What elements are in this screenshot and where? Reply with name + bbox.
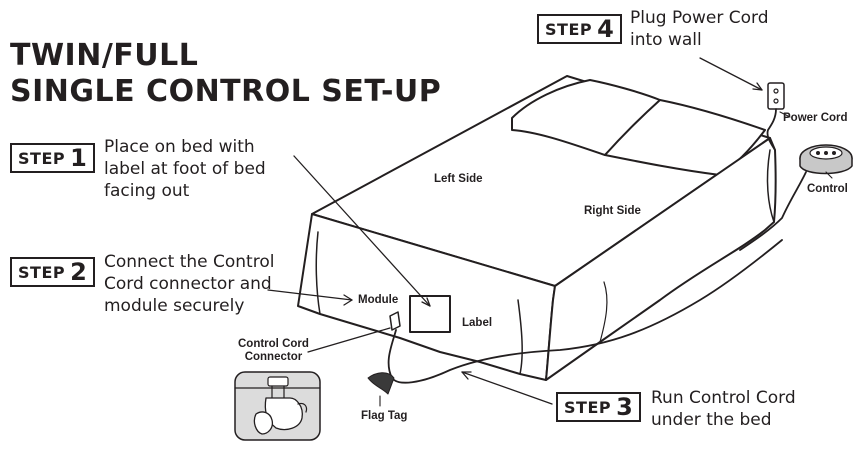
- step-3-badge: STEP 3: [556, 392, 641, 422]
- step-2-line-3: module securely: [104, 296, 245, 316]
- step-3-number: 3: [616, 393, 633, 421]
- control-label: Control: [807, 183, 848, 195]
- label-callout: Label: [462, 317, 493, 329]
- connector-inset: [234, 371, 321, 441]
- pillow-right: [604, 99, 766, 176]
- step-1-line-3: facing out: [104, 181, 190, 201]
- title-line-1: TWIN/FULL: [10, 38, 199, 73]
- step-1-word: STEP: [18, 148, 66, 168]
- step-4-badge: STEP 4: [537, 14, 622, 44]
- bed-skirt-side: [545, 137, 777, 381]
- power-cord: [766, 108, 777, 151]
- power-cord-leader: [779, 111, 791, 118]
- step-3-instructions: Run Control Cord under the bed: [651, 387, 796, 431]
- right-side-label: Right Side: [584, 205, 641, 217]
- step-2-word: STEP: [18, 262, 66, 282]
- step-1-instructions: Place on bed with label at foot of bed f…: [104, 136, 266, 202]
- step-2-number: 2: [70, 258, 87, 286]
- connector-label-line-2: Connector: [244, 351, 303, 363]
- step-1-line-2: label at foot of bed: [104, 159, 266, 179]
- step-1-line-1: Place on bed with: [104, 137, 255, 157]
- step-4-line-1: Plug Power Cord: [630, 8, 769, 28]
- step-2-instructions: Connect the Control Cord connector and m…: [104, 251, 274, 317]
- power-cord-label: Power Cord: [783, 112, 848, 124]
- step2-arrow: [267, 289, 353, 301]
- control-leader: [825, 171, 833, 179]
- step-4-number: 4: [597, 15, 614, 43]
- module-label: Module: [358, 294, 399, 306]
- step-2-line-2: Cord connector and: [104, 274, 272, 294]
- control-cord-connector-label: Control Cord Connector: [238, 338, 309, 364]
- left-side-label: Left Side: [434, 173, 483, 185]
- step-1-badge: STEP 1: [10, 143, 95, 173]
- step-3-word: STEP: [564, 397, 612, 417]
- step1-leader: [293, 155, 431, 307]
- step-1-number: 1: [70, 144, 87, 172]
- step-4-instructions: Plug Power Cord into wall: [630, 7, 769, 51]
- flag-tag: [367, 372, 395, 395]
- module: [389, 311, 401, 331]
- step-2-badge: STEP 2: [10, 257, 95, 287]
- step-2-line-1: Connect the Control: [104, 252, 275, 272]
- label-sticker: [409, 295, 451, 333]
- flag-tag-label: Flag Tag: [361, 410, 408, 422]
- step3-arrow: [461, 371, 553, 405]
- page-title: TWIN/FULL SINGLE CONTROL SET-UP: [10, 38, 441, 110]
- step-4-word: STEP: [545, 19, 593, 39]
- step-3-line-2: under the bed: [651, 410, 772, 430]
- step-3-line-1: Run Control Cord: [651, 388, 796, 408]
- power-outlet: [767, 82, 785, 110]
- connector-label-line-1: Control Cord: [238, 338, 309, 350]
- step-4-line-2: into wall: [630, 30, 702, 50]
- step4-arrow: [699, 57, 763, 91]
- title-line-2: SINGLE CONTROL SET-UP: [10, 74, 442, 109]
- connector-leader: [307, 327, 391, 353]
